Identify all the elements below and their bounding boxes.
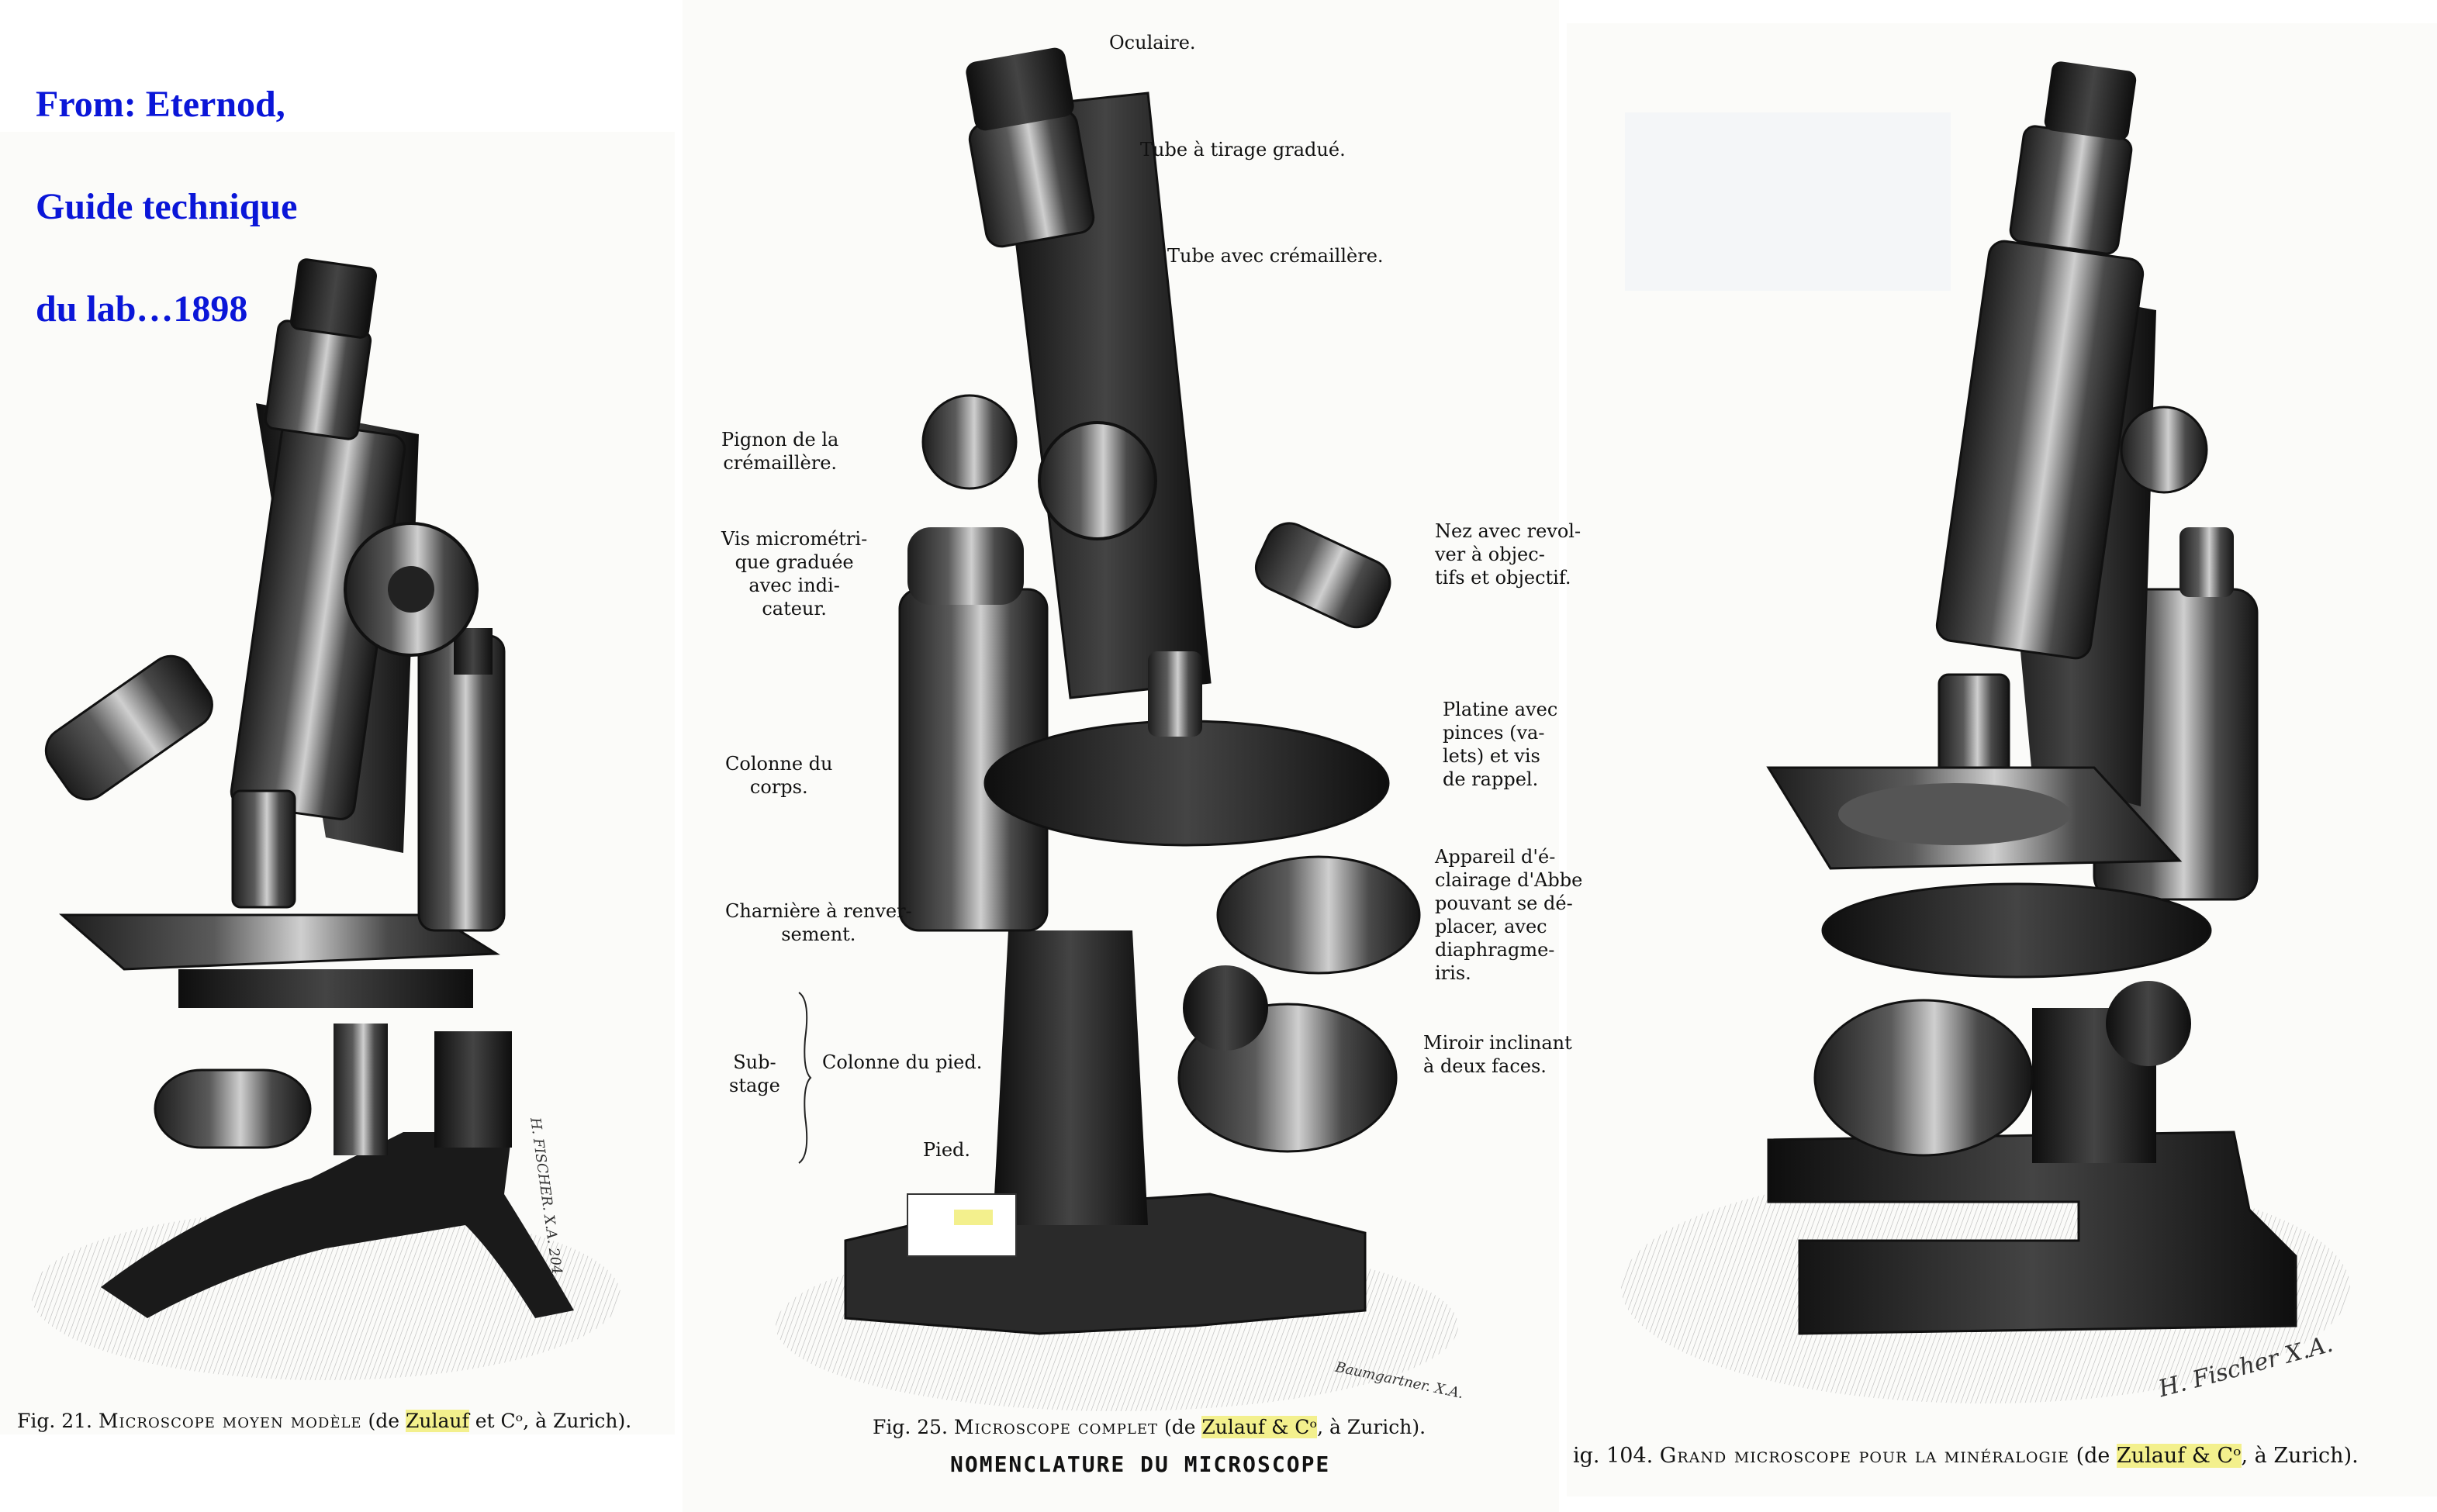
caption-fig25: Fig. 25. Microscope complet (de Zulauf &…: [873, 1416, 1426, 1438]
label-oculaire: Oculaire.: [1109, 32, 1196, 54]
caption-fig25-maker-post: , à Zurich).: [1317, 1416, 1426, 1438]
grand-microscope-mineralogie-illustration: [1621, 61, 2350, 1403]
caption-fig104: ig. 104. Grand microscope pour la minéra…: [1573, 1444, 2359, 1468]
nomenclature-brace: [798, 992, 812, 1164]
microscope-moyen-modele-illustration: [31, 258, 620, 1380]
caption-fig21-title: Microscope moyen modèle: [98, 1410, 362, 1432]
label-colonne-corps: Colonne du corps.: [725, 753, 833, 798]
label-colonne-pied: Colonne du pied.: [822, 1051, 983, 1073]
label-pied: Pied.: [923, 1139, 971, 1161]
source-label: From: Eternod, Guide technique du lab…18…: [36, 28, 297, 386]
label-pignon: Pignon de la crémaillère.: [721, 429, 839, 474]
label-appareil-abbe: Appareil d'é- clairage d'Abbe pouvant se…: [1435, 846, 1583, 984]
source-label-line3: du lab…1898: [36, 288, 248, 330]
caption-fig104-maker-post: , à Zurich).: [2241, 1444, 2359, 1468]
source-label-line1: From: Eternod,: [36, 84, 285, 125]
label-tube-cremaillere: Tube avec crémaillère.: [1167, 245, 1384, 267]
label-substage: Sub- stage: [729, 1051, 780, 1096]
caption-fig25-number: Fig. 25.: [873, 1416, 948, 1438]
caption-fig21-maker-pre: (de: [368, 1410, 406, 1432]
caption-fig21: Fig. 21. Microscope moyen modèle (de Zul…: [17, 1410, 631, 1432]
caption-fig104-maker: Zulauf & Cᵒ: [2116, 1444, 2242, 1468]
caption-fig21-number: Fig. 21.: [17, 1410, 92, 1432]
source-label-line2: Guide technique: [36, 186, 298, 227]
caption-fig25-title: Microscope complet: [953, 1416, 1158, 1438]
label-platine: Platine avec pinces (va- lets) et vis de…: [1443, 699, 1558, 790]
caption-fig21-maker-post: et Cᵒ, à Zurich).: [468, 1410, 632, 1432]
blank-patch: [1625, 112, 1951, 291]
caption-fig25-maker: Zulauf & Cᵒ: [1201, 1416, 1318, 1438]
label-vis-micrometrique: Vis micrométri- que graduée avec indi- c…: [721, 528, 868, 620]
label-charniere: Charnière à renver- sement.: [725, 900, 912, 945]
caption-fig21-maker: Zulauf: [406, 1410, 469, 1432]
caption-fig104-number: ig. 104.: [1573, 1444, 1654, 1468]
nomenclature-heading: NOMENCLATURE DU MICROSCOPE: [950, 1452, 1331, 1477]
label-nez-revolver: Nez avec revol- ver à objec- tifs et obj…: [1435, 520, 1581, 589]
caption-fig25-maker-pre: (de: [1163, 1416, 1202, 1438]
label-tube-tirage: Tube à tirage gradué.: [1140, 139, 1346, 161]
microscope-complet-illustration: [776, 47, 1458, 1411]
caption-fig104-maker-pre: (de: [2076, 1444, 2117, 1468]
caption-fig104-title: Grand microscope pour la minéralogie: [1659, 1444, 2069, 1468]
label-miroir: Miroir inclinant à deux faces.: [1423, 1032, 1572, 1077]
